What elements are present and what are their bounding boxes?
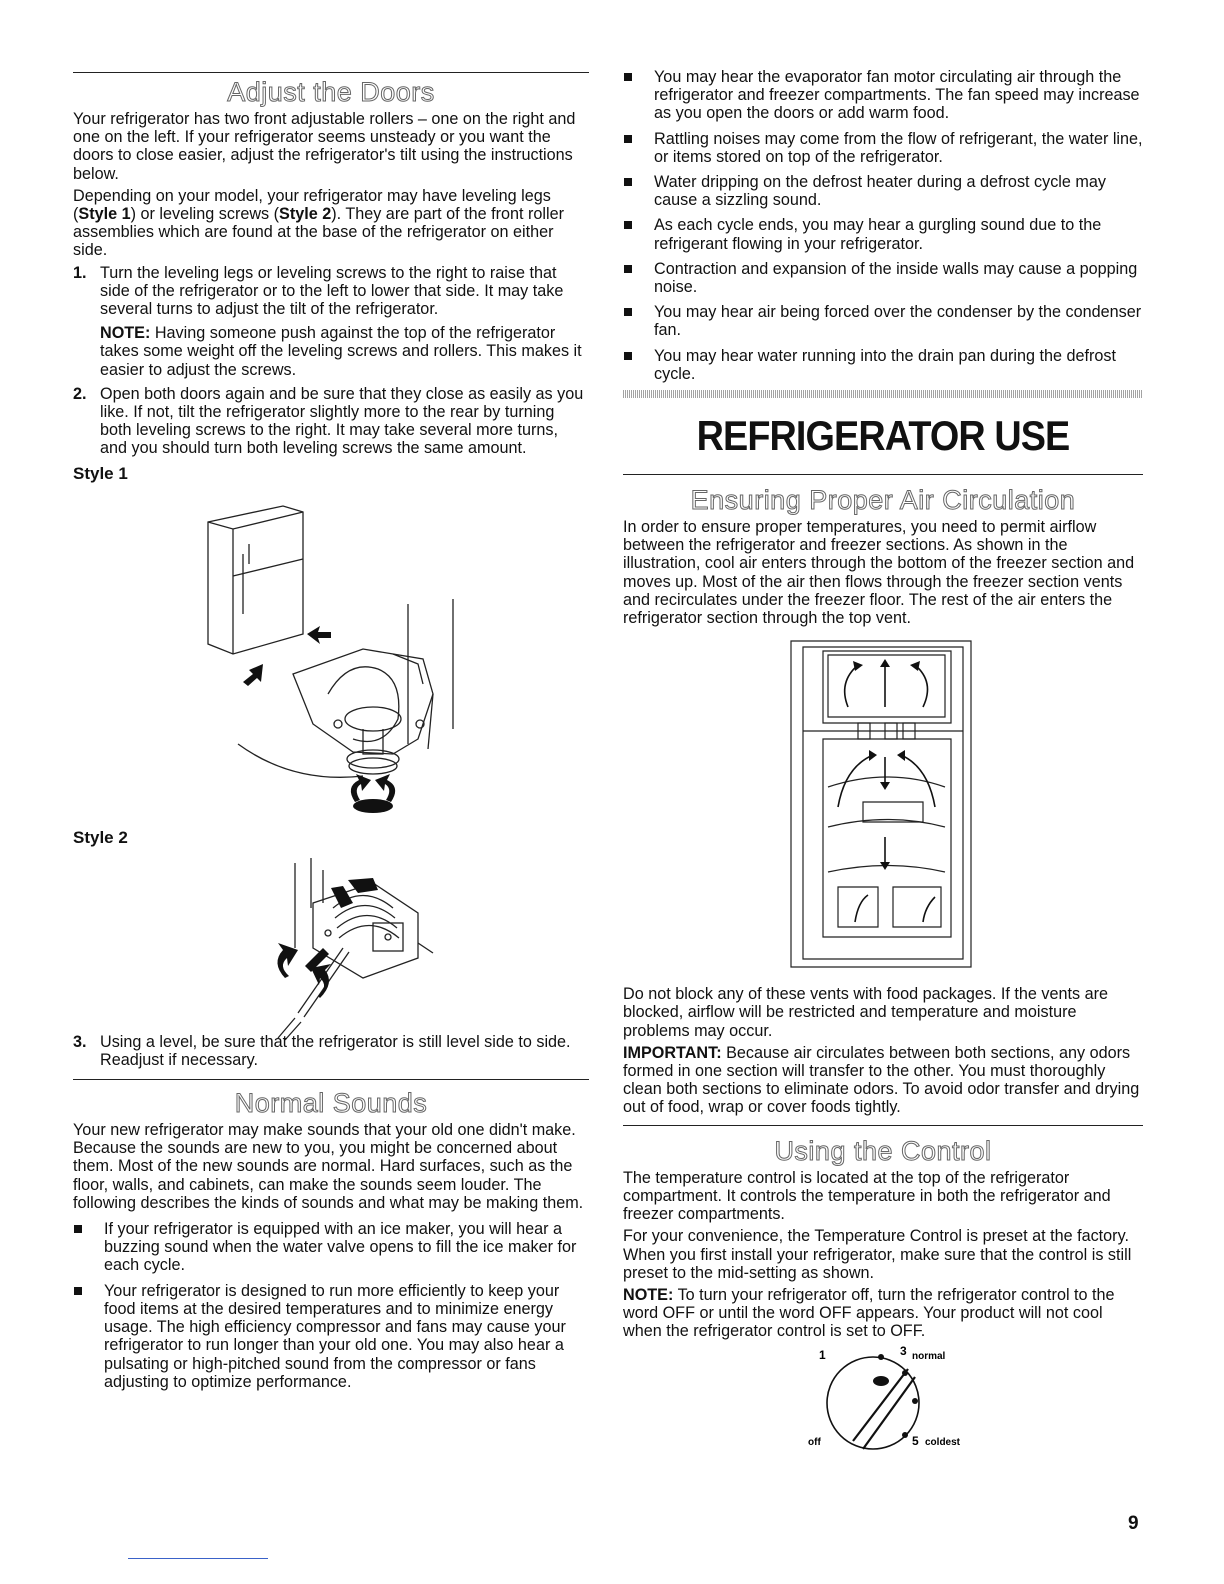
air-circulation-heading: Ensuring Proper Air Circulation xyxy=(690,485,1076,516)
adjust-step: 2.Open both doors again and be sure that… xyxy=(73,384,584,458)
style-2-leveling-screw-illustration xyxy=(277,857,434,1041)
list-item: You may hear air being forced over the c… xyxy=(623,303,1143,339)
list-item: As each cycle ends, you may hear a gurgl… xyxy=(623,216,1143,253)
dial-label-5: 5 xyxy=(912,1434,919,1448)
control-preset-paragraph: For your convenience, the Temperature Co… xyxy=(623,1227,1132,1282)
list-item: You may hear the evaporator fan motor ci… xyxy=(623,68,1143,123)
list-item: You may hear water running into the drai… xyxy=(623,347,1143,383)
adjust-models-paragraph: Depending on your model, your refrigerat… xyxy=(73,186,564,260)
section-divider xyxy=(623,1124,1143,1126)
right-column: You may hear the evaporator fan motor ci… xyxy=(623,0,1143,1455)
footer-rule xyxy=(128,1558,268,1559)
style-2-label: Style 2 xyxy=(73,827,128,847)
style-1-leveling-leg-illustration xyxy=(207,504,454,813)
section-divider xyxy=(623,474,1143,476)
air-circulation-paragraph: In order to ensure proper temperatures, … xyxy=(623,518,1135,628)
air-circulation-illustration xyxy=(790,640,972,968)
left-column: Adjust the Doors Your refrigerator has t… xyxy=(73,0,589,1398)
control-note-paragraph: NOTE: To turn your refrigerator off, tur… xyxy=(623,1285,1115,1341)
list-item: Rattling noises may come from the flow o… xyxy=(623,130,1143,166)
list-item: Water dripping on the defrost heater dur… xyxy=(623,173,1143,209)
dial-label-coldest: coldest xyxy=(925,1437,961,1448)
dial-label-normal: normal xyxy=(912,1351,946,1362)
control-location-paragraph: The temperature control is located at th… xyxy=(623,1168,1111,1224)
normal-sounds-heading: Normal Sounds xyxy=(234,1088,428,1119)
adjust-intro-paragraph: Your refrigerator has two front adjustab… xyxy=(73,110,576,183)
sounds-bullet-list: If your refrigerator is equipped with an… xyxy=(73,1220,589,1391)
list-item: Your refrigerator is designed to run mor… xyxy=(73,1282,589,1391)
section-divider xyxy=(73,72,589,73)
chapter-divider-band xyxy=(623,390,1143,399)
adjust-note: NOTE: Having someone push against the to… xyxy=(100,324,582,379)
page-number: 9 xyxy=(1128,1513,1139,1534)
adjust-step: 3.Using a level, be sure that the refrig… xyxy=(73,1032,571,1069)
temperature-control-dial[interactable]: 1 3 normal off 5 coldest xyxy=(623,1345,1143,1455)
dial-label-1: 1 xyxy=(819,1348,826,1362)
style-1-label: Style 1 xyxy=(73,463,128,483)
adjust-steps-list: 1.Turn the leveling legs or leveling scr… xyxy=(73,264,589,319)
important-paragraph: IMPORTANT: Because air circulates betwee… xyxy=(623,1043,1140,1117)
using-control-heading: Using the Control xyxy=(774,1135,992,1166)
adjust-doors-heading: Adjust the Doors xyxy=(227,77,435,108)
adjust-step: 1.Turn the leveling legs or leveling scr… xyxy=(73,263,564,319)
sounds-bullet-list-continued: You may hear the evaporator fan motor ci… xyxy=(623,68,1143,383)
dial-label-3: 3 xyxy=(900,1345,907,1358)
vents-paragraph: Do not block any of these vents with foo… xyxy=(623,985,1109,1040)
dial-label-off: off xyxy=(808,1437,821,1448)
list-item: If your refrigerator is equipped with an… xyxy=(73,1220,589,1275)
list-item: Contraction and expansion of the inside … xyxy=(623,260,1143,296)
refrigerator-use-title: REFRIGERATOR USE xyxy=(696,412,1071,460)
section-divider xyxy=(73,1079,589,1081)
sounds-intro-paragraph: Your new refrigerator may make sounds th… xyxy=(73,1121,584,1212)
